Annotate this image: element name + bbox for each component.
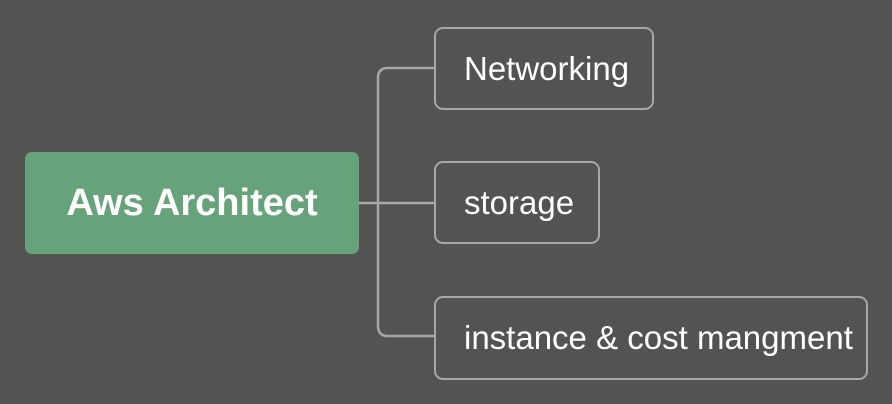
subtopic-node-networking[interactable]: Networking [434, 27, 654, 110]
connector-branch-instance [376, 203, 434, 338]
connector-branch-networking [376, 66, 434, 203]
subtopic-label: instance & cost mangment [464, 319, 853, 356]
root-topic-label: Aws Architect [66, 181, 318, 224]
subtopic-node-instance-cost[interactable]: instance & cost mangment [434, 296, 868, 380]
root-topic-node[interactable]: Aws Architect [25, 152, 359, 254]
subtopic-label: storage [464, 183, 575, 221]
subtopic-node-storage[interactable]: storage [434, 161, 600, 244]
subtopic-label: Networking [464, 49, 630, 87]
